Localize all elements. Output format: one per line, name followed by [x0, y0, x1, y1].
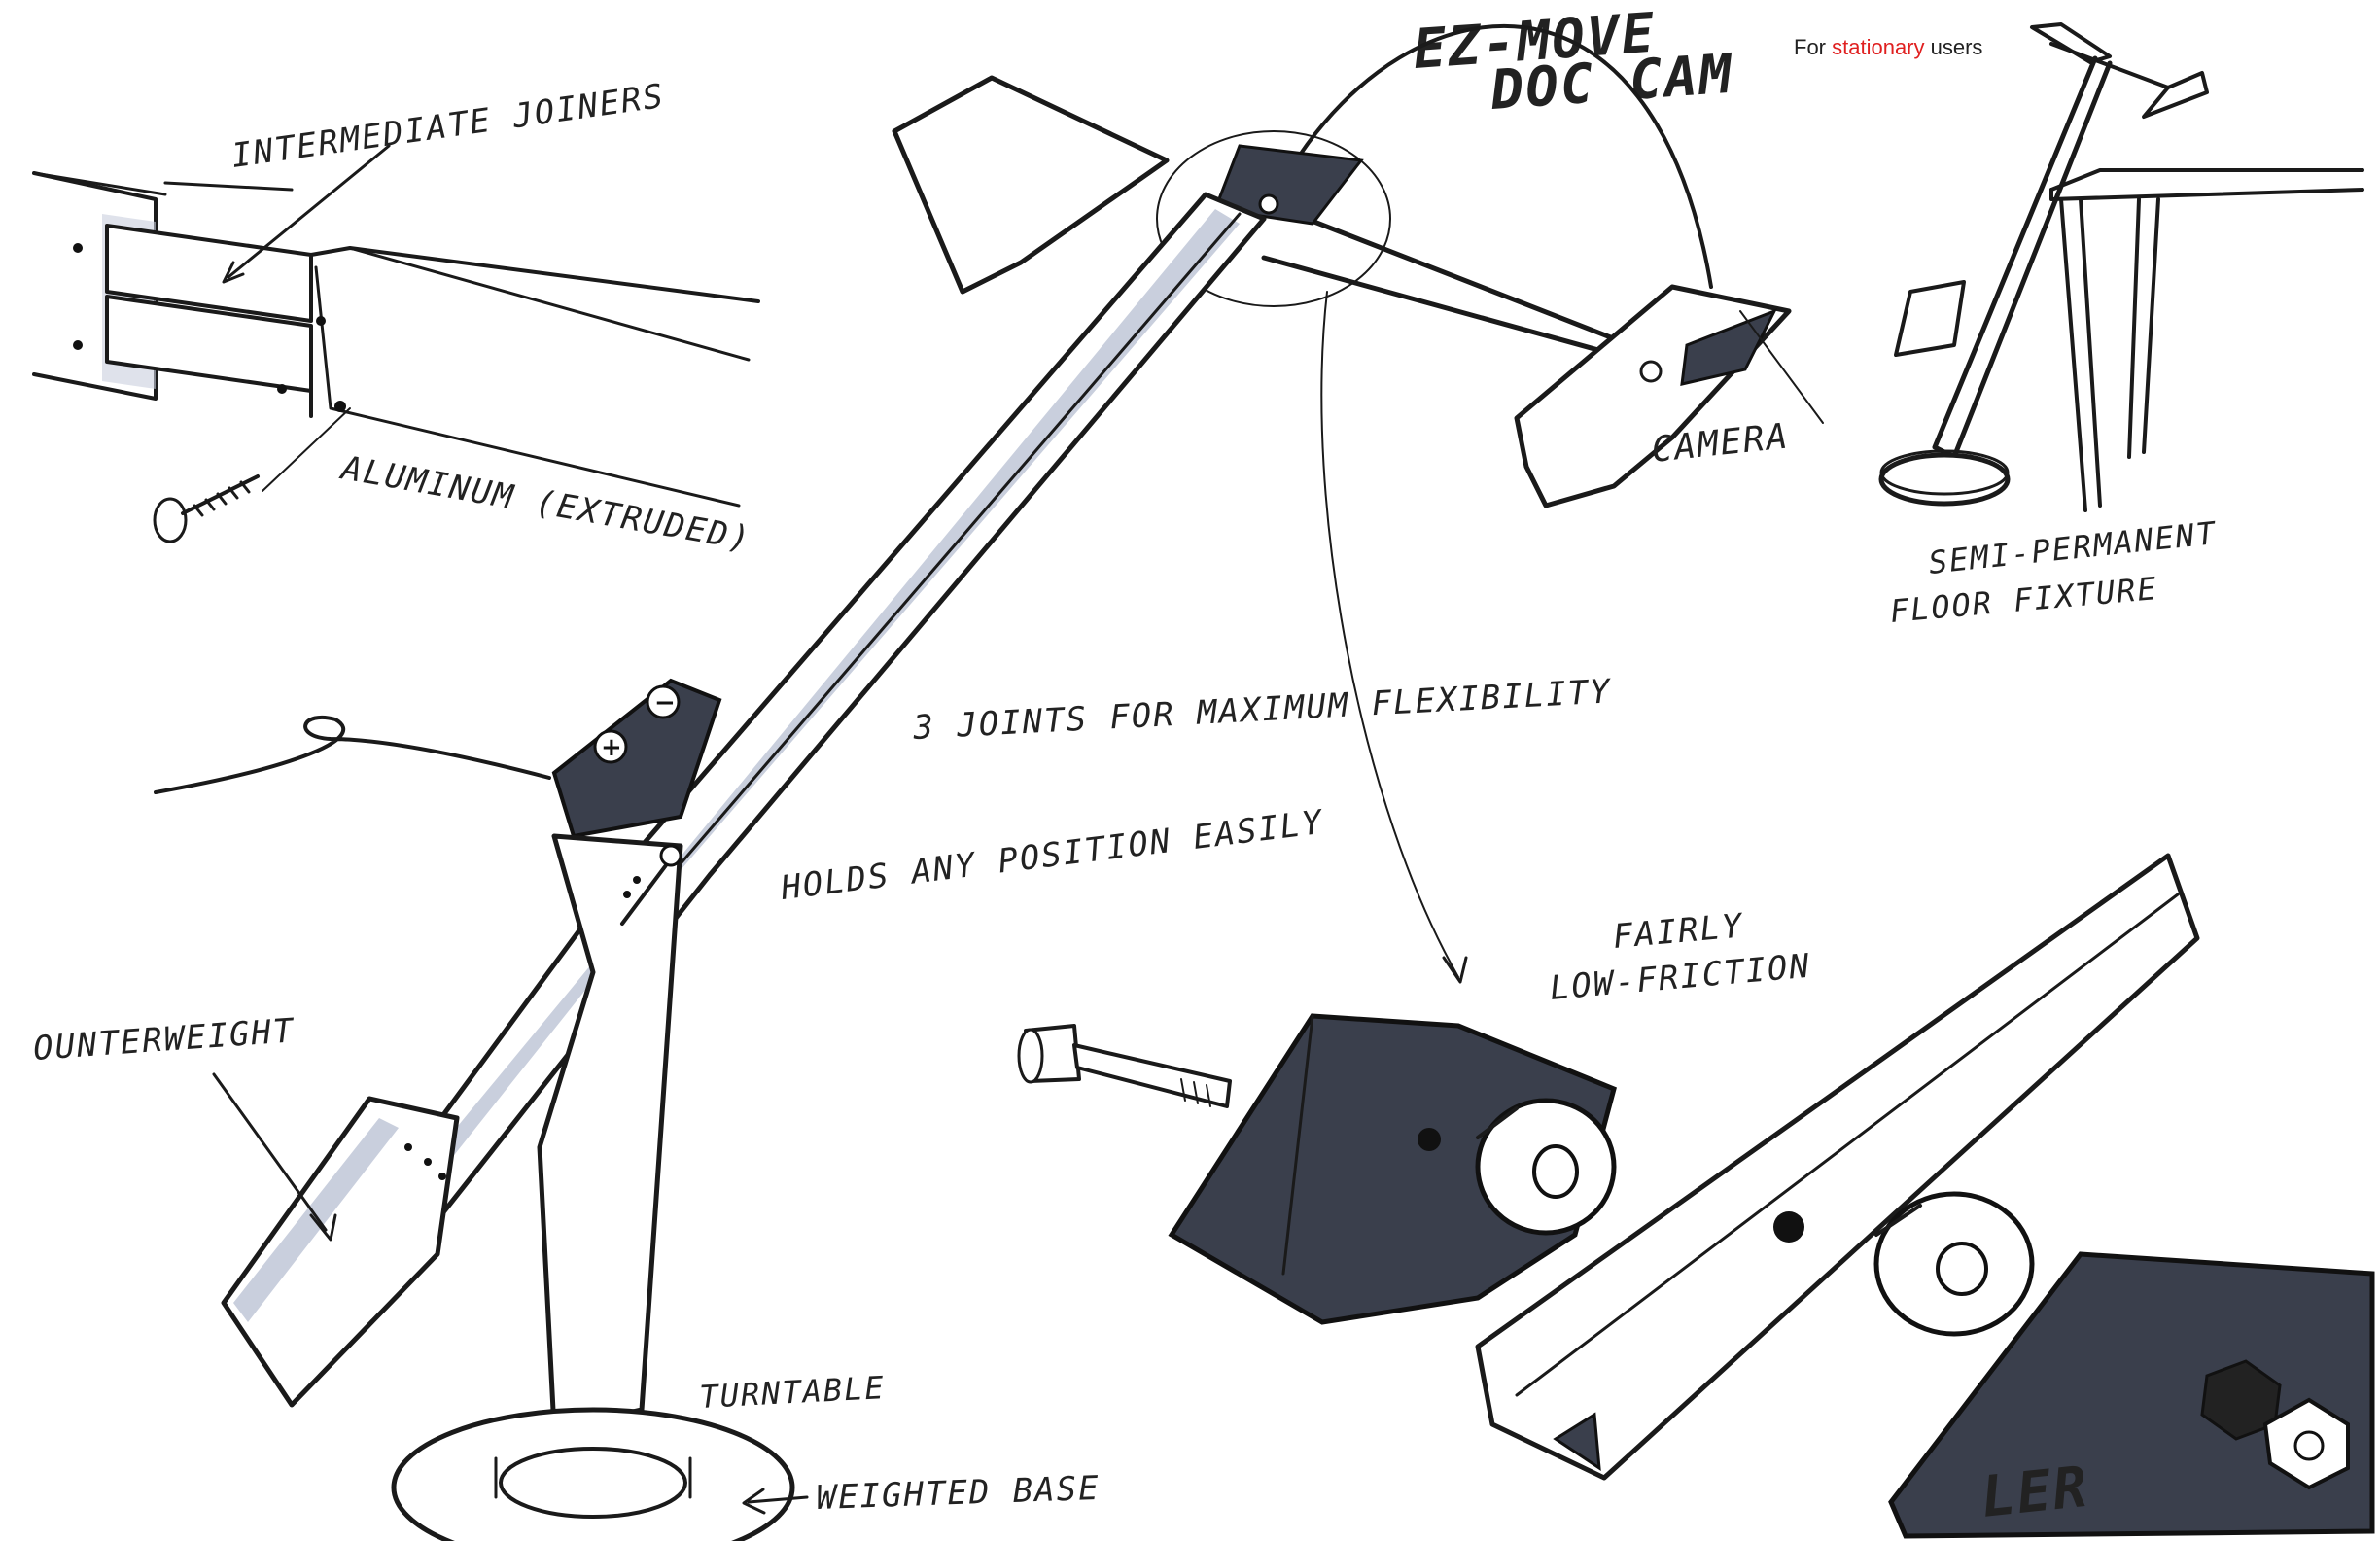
- plus-button-icon: [593, 729, 628, 764]
- main-arm-drawing: + −: [154, 23, 1824, 1541]
- label-counterweight: OUNTERWEIGHT: [32, 1011, 297, 1068]
- minus-button-icon: [646, 684, 681, 719]
- svg-text:+: +: [601, 733, 622, 762]
- label-weighted-base: WEIGHTED BASE: [816, 1469, 1101, 1518]
- floor-fixture-drawing: [1878, 22, 2364, 512]
- label-aluminum-extruded: ALUMINUM (EXTRUDED): [336, 448, 753, 559]
- subtitle-highlight: stationary: [1832, 35, 1924, 59]
- joint-exploded-drawing: [1017, 853, 2375, 1539]
- artist-signature: LER: [1978, 1453, 2091, 1530]
- label-fairly: FAIRLY: [1611, 906, 1745, 957]
- label-low-friction: LOW-FRICTION: [1548, 947, 1812, 1008]
- joiner-detail-drawing: [32, 144, 760, 543]
- label-semi-permanent: SEMI-PERMANENT: [1927, 514, 2219, 581]
- label-intermediate-joiners: INTERMEDIATE JOINERS: [229, 77, 668, 176]
- subtitle-note: For stationary users: [1794, 35, 1982, 59]
- label-three-joints: 3 JOINTS FOR MAXIMUM FLEXIBILITY: [911, 672, 1613, 748]
- label-floor-fixture: FLOOR FIXTURE: [1888, 570, 2159, 630]
- svg-text:−: −: [654, 688, 676, 718]
- label-turntable: TURNTABLE: [698, 1369, 886, 1416]
- label-holds-position: HOLDS ANY POSITION EASILY: [778, 803, 1326, 908]
- screw-icon: [153, 474, 260, 543]
